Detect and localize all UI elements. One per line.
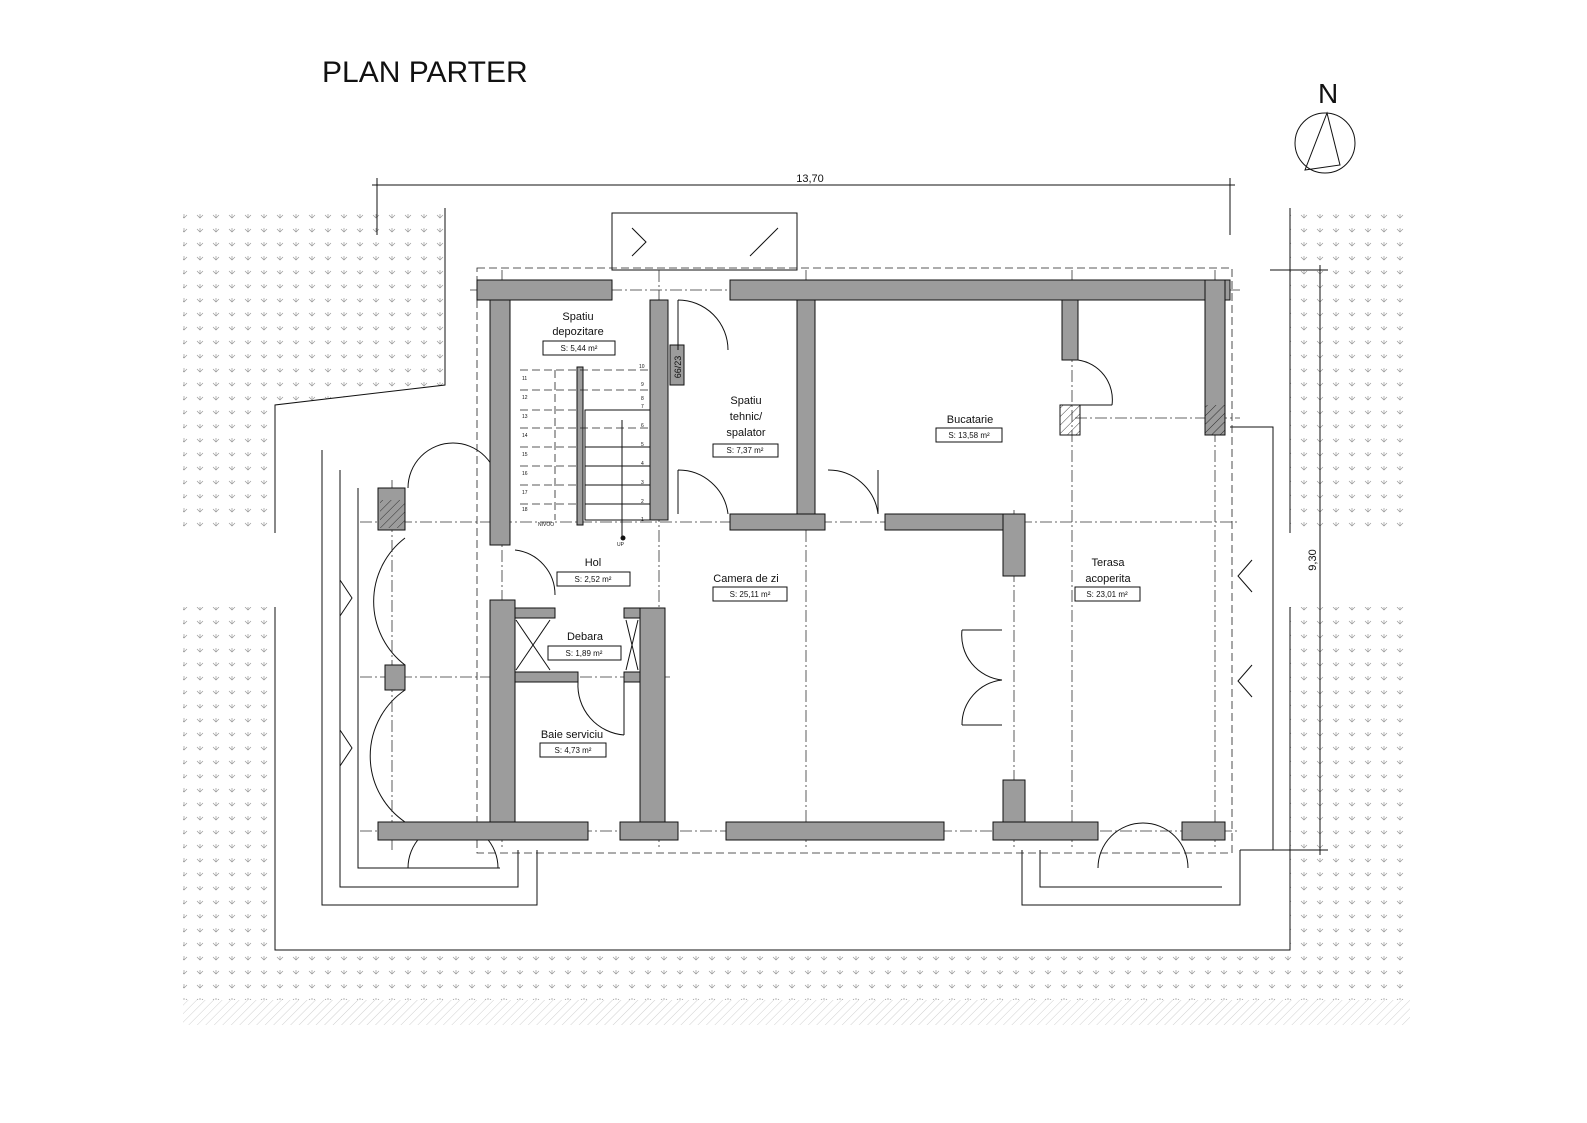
chimney-label: 66/23 bbox=[673, 356, 683, 379]
stair-step: 12 bbox=[522, 395, 528, 401]
room-name: Camera de zi bbox=[713, 573, 778, 585]
room-terasa-acoperita: Terasa acoperita S: 23,01 m² bbox=[1074, 557, 1141, 602]
doors bbox=[514, 299, 1113, 736]
stair-note: NIVOO bbox=[538, 522, 554, 528]
room-bucatarie: Bucatarie S: 13,58 m² bbox=[935, 414, 1003, 443]
room-spatiu-tehnic: Spatiu tehnic/ spalator S: 7,37 m² bbox=[712, 395, 779, 458]
room-debara: Debara S: 1,89 m² bbox=[547, 631, 622, 661]
terrace-outlines bbox=[321, 212, 1274, 906]
room-name: Debara bbox=[567, 631, 604, 643]
walls bbox=[377, 279, 1231, 841]
room-name: Baie serviciu bbox=[541, 729, 603, 741]
stair-step: 1 bbox=[641, 517, 644, 523]
stair-step: 13 bbox=[522, 414, 528, 420]
room-camera-de-zi: Camera de zi S: 25,11 m² bbox=[712, 573, 788, 602]
stair-step: 10 bbox=[639, 364, 645, 370]
room-area: S: 25,11 m² bbox=[730, 590, 771, 599]
stair-step: 11 bbox=[522, 376, 527, 382]
stair-step: 15 bbox=[522, 452, 528, 458]
room-name: tehnic/ bbox=[730, 411, 763, 423]
room-hol: Hol S: 2,52 m² bbox=[556, 557, 631, 587]
stair-step: 18 bbox=[522, 507, 528, 513]
stair-step: 5 bbox=[641, 442, 644, 448]
room-area: S: 5,44 m² bbox=[561, 344, 598, 353]
room-area: S: 1,89 m² bbox=[566, 649, 603, 658]
ground-areas bbox=[183, 208, 1410, 1025]
stair-step: 3 bbox=[641, 480, 644, 486]
stair-step: 8 bbox=[641, 396, 644, 402]
room-name: Hol bbox=[585, 557, 602, 569]
north-label: N bbox=[1318, 78, 1338, 109]
room-area: S: 7,37 m² bbox=[727, 446, 764, 455]
room-name: acoperita bbox=[1085, 573, 1131, 585]
room-name: spalator bbox=[726, 427, 765, 439]
room-spatiu-depozitare: Spatiu depozitare S: 5,44 m² bbox=[542, 311, 616, 356]
room-area: S: 4,73 m² bbox=[555, 746, 592, 755]
dimension-width: 13,70 bbox=[372, 173, 1235, 235]
stair-step: 9 bbox=[641, 382, 644, 388]
stair-step: 2 bbox=[641, 499, 644, 505]
room-area: S: 23,01 m² bbox=[1086, 590, 1128, 599]
room-baie-serviciu: Baie serviciu S: 4,73 m² bbox=[539, 729, 607, 758]
stair-step: 17 bbox=[522, 490, 528, 496]
room-name: Spatiu bbox=[562, 311, 593, 323]
plan-title: PLAN PARTER bbox=[322, 56, 528, 89]
room-area: S: 2,52 m² bbox=[575, 575, 612, 584]
dimension-depth-label: 9,30 bbox=[1307, 549, 1319, 570]
room-area: S: 13,58 m² bbox=[948, 431, 990, 440]
room-name: Terasa bbox=[1091, 557, 1125, 569]
dimension-depth: 9,30 bbox=[1270, 265, 1328, 855]
stair-step: 14 bbox=[522, 433, 528, 439]
stair-step: 4 bbox=[641, 461, 644, 467]
dimension-width-label: 13,70 bbox=[796, 173, 824, 185]
stair-step: 6 bbox=[641, 423, 644, 429]
north-arrow-icon: N bbox=[1294, 78, 1356, 174]
staircase: UP NIVOO 1 2 3 4 5 6 7 8 9 10 11 12 13 1… bbox=[520, 364, 651, 548]
stair-step: 7 bbox=[641, 404, 644, 410]
room-name: depozitare bbox=[552, 326, 603, 338]
room-name: Spatiu bbox=[730, 395, 761, 407]
stair-up-label: UP bbox=[617, 542, 625, 548]
stair-step: 16 bbox=[522, 471, 528, 477]
room-name: Bucatarie bbox=[947, 414, 993, 426]
